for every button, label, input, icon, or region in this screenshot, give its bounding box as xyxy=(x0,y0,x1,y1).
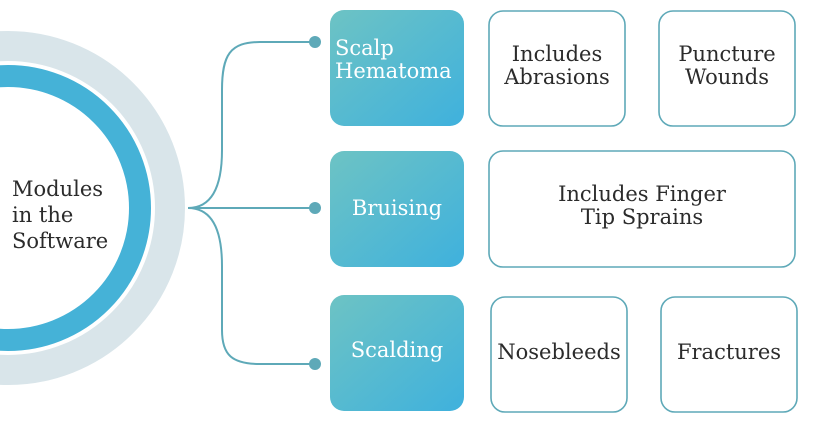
module-box-bruising xyxy=(330,151,464,267)
connector-top xyxy=(187,41,314,209)
module-label-scalp-hematoma: Scalp Hematoma xyxy=(335,36,452,84)
detail-box-abrasions xyxy=(488,10,626,127)
detail-box-puncture-wounds xyxy=(658,10,796,127)
detail-box-nosebleeds xyxy=(490,296,628,413)
detail-label-nosebleeds: Nosebleeds xyxy=(497,340,621,364)
connector-dot-top xyxy=(309,36,321,48)
module-box-scalding xyxy=(330,295,464,411)
detail-label-fractures: Fractures xyxy=(676,340,782,364)
detail-label-puncture-wounds: Puncture Wounds xyxy=(678,42,776,90)
detail-box-finger-tip-sprains xyxy=(488,150,796,268)
detail-label-abrasions: Includes Abrasions xyxy=(504,42,610,90)
detail-label-finger-tip-sprains: Includes Finger Tip Sprains xyxy=(558,182,726,230)
connector-dot-bottom xyxy=(309,358,321,370)
module-label-bruising: Bruising xyxy=(351,196,443,221)
module-box-scalp-hematoma xyxy=(330,10,464,126)
hub-ring-outer xyxy=(0,31,185,385)
connector-bottom xyxy=(187,207,314,365)
module-label-scalding: Scalding xyxy=(350,338,444,362)
hub-label: Modules in the Software xyxy=(12,177,109,253)
detail-box-fractures xyxy=(660,296,798,413)
connector-dot-middle xyxy=(309,202,321,214)
hub-ring-inner xyxy=(0,65,151,351)
